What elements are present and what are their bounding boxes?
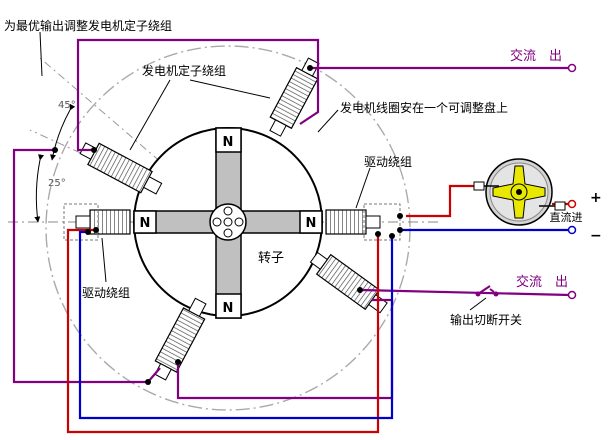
magnet-bottom: N [215,231,242,319]
rotor-hub [209,203,247,241]
label-rotor: 转子 [258,251,284,266]
label-coils-plate: 发电机线圈安在一个可调整盘上 [340,100,508,115]
label-dc-in: 直流进 [550,210,583,224]
magnet-top: N [215,127,242,215]
label-ac-out-top: 交流 出 [510,48,562,64]
label-optimal-adjust: 为最优输出调整发电机定子绕组 [4,18,172,33]
label-angle-25: 25° [48,178,66,189]
purple-wiring [12,38,571,400]
label-output-switch: 输出切断开关 [450,312,522,327]
dc-motor [473,158,566,226]
dc-terminals [567,199,577,235]
coil-right [325,209,381,235]
label-plus: + [590,190,602,206]
drive-winding-box-right [363,203,401,241]
label-drive-winding-left: 驱动绕组 [82,286,130,300]
label-drive-winding-right: 驱动绕组 [364,155,412,169]
angle-arc-45 [50,103,76,161]
magnet-right-label: N [306,216,317,231]
coil-upper-left [79,142,163,195]
magnet-bottom-label: N [223,301,234,316]
coil-bottom-left [154,297,207,381]
magnet-left-label: N [140,216,151,231]
blue-wiring [78,228,570,420]
output-terminals [567,63,577,300]
label-angle-45: 45° [58,100,76,111]
magnet-left: N [133,210,219,234]
magnet-right: N [237,210,323,234]
label-stator-windings: 发电机定子绕组 [142,63,226,78]
terminals [52,65,403,385]
adjustable-plate [45,45,411,411]
magnet-top-label: N [223,135,234,150]
leader-lines [39,31,487,311]
label-ac-out-bottom: 交流 出 [516,274,568,290]
output-switch [475,285,499,297]
angle-arc-25 [34,154,44,223]
label-minus: − [590,228,602,244]
coil-top-right [269,57,320,137]
